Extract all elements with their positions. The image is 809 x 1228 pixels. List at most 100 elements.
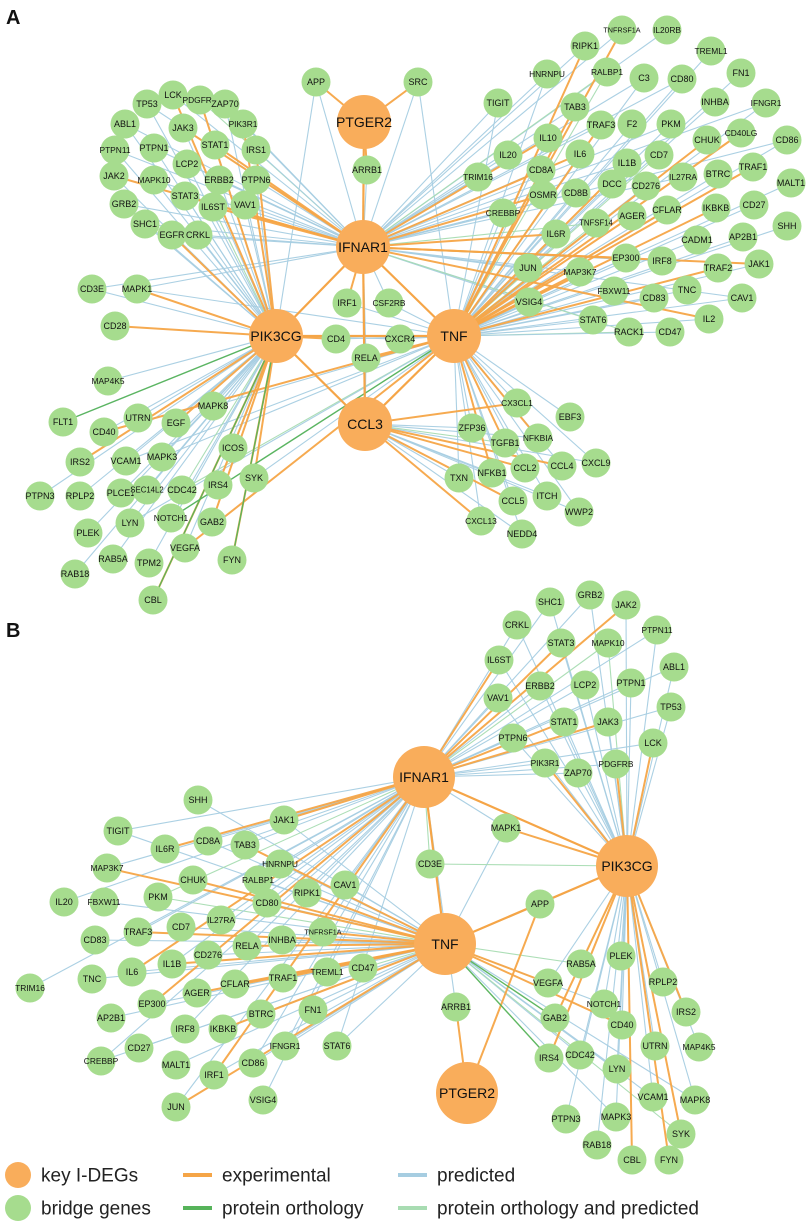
bridge-node-cbl[interactable]: CBL	[617, 1145, 647, 1175]
bridge-node-malt1[interactable]: MALT1	[776, 168, 806, 198]
bridge-node-plek[interactable]: PLEK	[73, 518, 103, 548]
bridge-node-zfp36[interactable]: ZFP36	[457, 413, 487, 443]
bridge-node-il6r[interactable]: IL6R	[150, 834, 180, 864]
bridge-node-il10[interactable]: IL10	[533, 123, 563, 153]
bridge-node-ptpn11[interactable]: PTPN11	[99, 135, 131, 165]
bridge-node-rela[interactable]: RELA	[232, 931, 262, 961]
bridge-node-map3k7[interactable]: MAP3K7	[90, 853, 124, 883]
bridge-node-crkl[interactable]: CRKL	[183, 220, 213, 250]
bridge-node-cd27[interactable]: CD27	[739, 190, 769, 220]
bridge-node-irs4[interactable]: IRS4	[203, 470, 233, 500]
bridge-node-cdc42[interactable]: CDC42	[167, 475, 197, 505]
bridge-node-zap70[interactable]: ZAP70	[210, 89, 240, 119]
bridge-node-trim16[interactable]: TRIM16	[15, 973, 45, 1003]
bridge-node-cd83[interactable]: CD83	[80, 925, 110, 955]
bridge-node-rack1[interactable]: RACK1	[614, 317, 644, 347]
bridge-node-cd47[interactable]: CD47	[348, 953, 378, 983]
bridge-node-cav1[interactable]: CAV1	[330, 870, 360, 900]
bridge-node-shh[interactable]: SHH	[772, 211, 802, 241]
bridge-node-ebf3[interactable]: EBF3	[555, 402, 585, 432]
bridge-node-itch[interactable]: ITCH	[532, 481, 562, 511]
bridge-node-abl1[interactable]: ABL1	[110, 109, 140, 139]
bridge-node-grb2[interactable]: GRB2	[575, 580, 605, 610]
bridge-node-il27ra[interactable]: IL27RA	[668, 162, 698, 192]
bridge-node-traf3[interactable]: TRAF3	[123, 917, 153, 947]
bridge-node-f2[interactable]: F2	[617, 109, 647, 139]
bridge-node-fbxw11[interactable]: FBXW11	[598, 276, 631, 306]
bridge-node-cd8a[interactable]: CD8A	[526, 155, 556, 185]
bridge-node-tnc[interactable]: TNC	[672, 275, 702, 305]
bridge-node-cd3e[interactable]: CD3E	[77, 274, 107, 304]
bridge-node-nfkbia[interactable]: NFKBIA	[523, 423, 554, 453]
bridge-node-map4k5[interactable]: MAP4K5	[91, 366, 125, 396]
bridge-node-chuk[interactable]: CHUK	[692, 125, 722, 155]
bridge-node-cd4[interactable]: CD4	[321, 324, 351, 354]
bridge-node-il6[interactable]: IL6	[565, 139, 595, 169]
bridge-node-utrn[interactable]: UTRN	[640, 1031, 670, 1061]
key-node-ifnar1[interactable]: IFNAR1	[336, 220, 390, 274]
bridge-node-tnfrsf1a[interactable]: TNFRSF1A	[304, 917, 342, 947]
bridge-node-btrc[interactable]: BTRC	[246, 999, 276, 1029]
bridge-node-tp53[interactable]: TP53	[132, 89, 162, 119]
bridge-node-traf2[interactable]: TRAF2	[703, 253, 733, 283]
bridge-node-icos[interactable]: ICOS	[218, 433, 248, 463]
bridge-node-stat3[interactable]: STAT3	[170, 181, 200, 211]
bridge-node-egf[interactable]: EGF	[161, 408, 191, 438]
bridge-node-stat6[interactable]: STAT6	[578, 305, 608, 335]
bridge-node-fyn[interactable]: FYN	[217, 545, 247, 575]
bridge-node-cflar[interactable]: CFLAR	[652, 195, 682, 225]
bridge-node-il6st[interactable]: IL6ST	[484, 645, 514, 675]
bridge-node-cx3cl1[interactable]: CX3CL1	[501, 388, 533, 418]
bridge-node-cxcr4[interactable]: CXCR4	[385, 324, 416, 354]
key-node-tnf[interactable]: TNF	[414, 913, 476, 975]
bridge-node-utrn[interactable]: UTRN	[123, 403, 153, 433]
bridge-node-pkm[interactable]: PKM	[656, 109, 686, 139]
bridge-node-btrc[interactable]: BTRC	[703, 159, 733, 189]
bridge-node-traf1[interactable]: TRAF1	[738, 152, 768, 182]
bridge-node-il1b[interactable]: IL1B	[612, 148, 642, 178]
bridge-node-il20[interactable]: IL20	[49, 887, 79, 917]
bridge-node-notch1[interactable]: NOTCH1	[154, 503, 189, 533]
bridge-node-tnfrsf1a[interactable]: TNFRSF1A	[603, 15, 641, 45]
bridge-node-vegfa[interactable]: VEGFA	[170, 533, 200, 563]
bridge-node-rab5a[interactable]: RAB5A	[566, 949, 596, 979]
key-node-pik3cg[interactable]: PIK3CG	[249, 309, 303, 363]
bridge-node-stat1[interactable]: STAT1	[200, 130, 230, 160]
bridge-node-ripk1[interactable]: RIPK1	[292, 878, 322, 908]
bridge-node-fyn[interactable]: FYN	[654, 1145, 684, 1175]
bridge-node-irf1[interactable]: IRF1	[332, 288, 362, 318]
bridge-node-osmr[interactable]: OSMR	[528, 180, 558, 210]
bridge-node-vegfa[interactable]: VEGFA	[533, 968, 563, 998]
bridge-node-irf1[interactable]: IRF1	[199, 1060, 229, 1090]
bridge-node-arrb1[interactable]: ARRB1	[352, 155, 382, 185]
bridge-node-map3k7[interactable]: MAP3K7	[563, 257, 597, 287]
bridge-node-pdgfrb[interactable]: PDGFRB	[599, 749, 634, 779]
bridge-node-cd86[interactable]: CD86	[772, 125, 802, 155]
bridge-node-c3[interactable]: C3	[629, 63, 659, 93]
bridge-node-shh[interactable]: SHH	[183, 785, 213, 815]
bridge-node-vsig4[interactable]: VSIG4	[514, 287, 544, 317]
bridge-node-ikbkb[interactable]: IKBKB	[701, 193, 731, 223]
bridge-node-gab2[interactable]: GAB2	[197, 507, 227, 537]
bridge-node-treml1[interactable]: TREML1	[310, 957, 344, 987]
bridge-node-map4k5[interactable]: MAP4K5	[682, 1032, 716, 1062]
bridge-node-tnfsf14[interactable]: TNFSF14	[579, 208, 614, 238]
bridge-node-cxcl9[interactable]: CXCL9	[581, 448, 611, 478]
bridge-node-rab5a[interactable]: RAB5A	[98, 544, 128, 574]
bridge-node-cadm1[interactable]: CADM1	[681, 225, 713, 255]
bridge-node-vcam1[interactable]: VCAM1	[637, 1082, 669, 1112]
bridge-node-shc1[interactable]: SHC1	[130, 209, 160, 239]
bridge-node-ap2b1[interactable]: AP2B1	[96, 1003, 126, 1033]
bridge-node-syk[interactable]: SYK	[239, 463, 269, 493]
bridge-node-dcc[interactable]: DCC	[597, 169, 627, 199]
bridge-node-mapk1[interactable]: MAPK1	[491, 813, 522, 843]
bridge-node-jak1[interactable]: JAK1	[744, 249, 774, 279]
bridge-node-plek[interactable]: PLEK	[606, 941, 636, 971]
bridge-node-il20rb[interactable]: IL20RB	[652, 15, 682, 45]
bridge-node-il6st[interactable]: IL6ST	[198, 192, 228, 222]
bridge-node-tab3[interactable]: TAB3	[560, 92, 590, 122]
bridge-node-cd3e[interactable]: CD3E	[415, 849, 445, 879]
bridge-node-txn[interactable]: TXN	[444, 463, 474, 493]
bridge-node-il2[interactable]: IL2	[694, 304, 724, 334]
bridge-node-abl1[interactable]: ABL1	[659, 652, 689, 682]
